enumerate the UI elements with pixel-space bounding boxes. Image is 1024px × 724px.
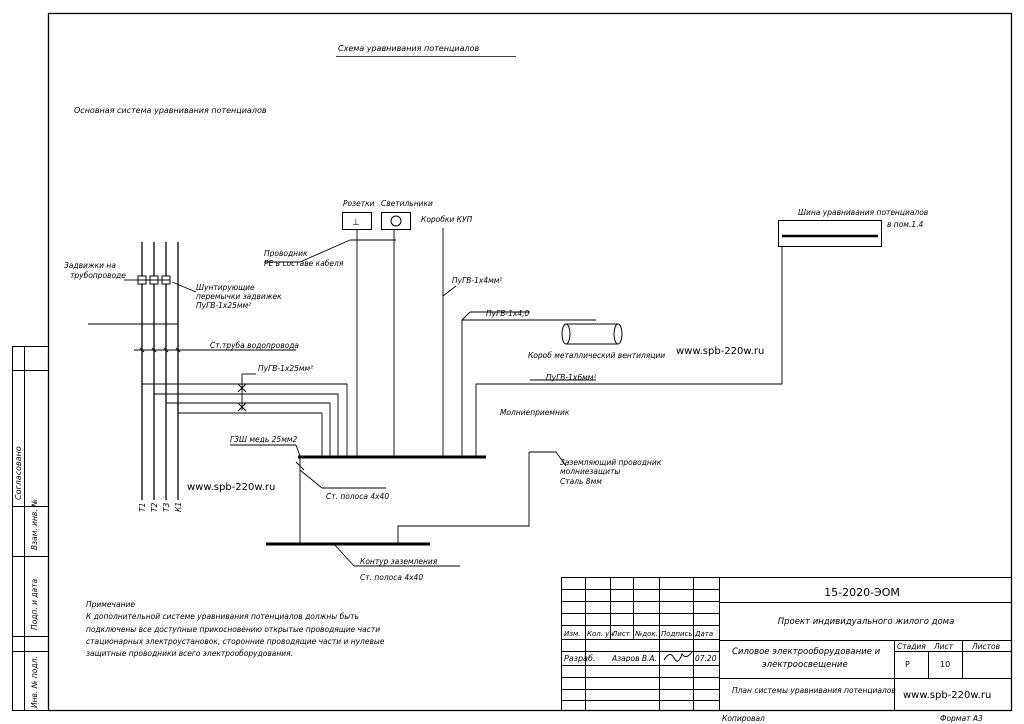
pe-label-1: Проводник	[264, 249, 308, 258]
note-line-3: стационарных электроустановок, сторонние…	[86, 637, 385, 646]
valves-label-1: Задвижки на	[64, 261, 116, 270]
tb-h-date: Дата	[694, 630, 713, 638]
tb-h-sign: Подпись	[661, 630, 693, 638]
scheme-title: Схема уравнивания потенциалов	[338, 44, 479, 53]
ventilation-duct	[561, 323, 623, 345]
signature	[663, 651, 693, 662]
svg-text:⊥: ⊥	[352, 218, 360, 228]
jumpers-label-1: Шунтирующие	[196, 283, 255, 292]
pipe-risers	[141, 242, 179, 500]
pugv6-label: ПуГВ-1х6мм²	[546, 373, 596, 382]
pipe-label-t1: Т1	[138, 503, 147, 512]
tb-h-izm: Изм.	[564, 630, 580, 638]
tb-code: 15-2020-ЭОМ	[824, 586, 900, 599]
bus-label: Шина уравнивания потенциалов	[798, 208, 928, 217]
sheet-frame	[12, 12, 1013, 712]
tb-date: 07.20	[695, 654, 717, 663]
main-system-label: Основная система уравнивания потенциалов	[74, 106, 267, 115]
pipe-label-t2: Т2	[150, 502, 159, 512]
jumpers-label-2: перемычки задвижек	[196, 292, 282, 301]
ground-conductor-1: Заземляющий проводник	[560, 458, 662, 467]
tb-h-doc: №док.	[634, 630, 658, 638]
conductor-ticks	[139, 347, 305, 471]
note-line-4: защитные проводники всего электрооборудо…	[86, 649, 293, 658]
valves-label-2: трубопроводе	[70, 271, 126, 280]
potential-bus-box	[778, 220, 882, 247]
bus-ref-label: в пом.1.4	[887, 220, 923, 229]
tb-name: Азаров В.А.	[611, 654, 657, 663]
tb-stage-label: Стадия	[897, 642, 926, 651]
tb-sheets-label: Листов	[971, 642, 1000, 651]
pipe-label-k1: К1	[174, 502, 183, 512]
tb-copied: Копировал	[722, 714, 765, 723]
duct-label: Короб металлический вентиляции	[528, 351, 665, 360]
pugv4-0-label: ПуГВ-1х4,0	[486, 309, 529, 318]
tb-role: Разраб.	[564, 654, 595, 663]
pugv4-label: ПуГВ-1х4мм²	[452, 276, 502, 285]
note-heading: Примечание	[86, 600, 135, 609]
strip2-label: Ст. полоса 4х40	[360, 573, 423, 582]
sockets-label: Розетки	[343, 199, 375, 208]
tb-section-2: электроосвещение	[762, 660, 848, 670]
pipe-label-t3: Т3	[162, 502, 171, 512]
tb-stage: Р	[905, 660, 910, 669]
pipe-label: Ст.труба водопровода	[210, 341, 299, 350]
stamp-agreed: Согласовано	[14, 446, 23, 500]
watermark-1: www.spb-220w.ru	[676, 346, 764, 357]
lightning-label: Молниеприемник	[500, 408, 570, 417]
tb-drawing: План системы уравнивания потенциалов	[732, 686, 896, 695]
watermark-3: www.spb-220w.ru	[903, 690, 991, 701]
ground-conductor-2: молниезащиты	[560, 467, 620, 476]
stamp-replaced-inv: Взам. инв. №	[30, 499, 39, 550]
pe-label-2: РЕ в составе кабеля	[264, 259, 344, 268]
pugv25-label: ПуГВ-1х25мм²	[258, 364, 313, 373]
socket-symbol	[342, 212, 372, 230]
gzsh-label: ГЗШ медь 25мм2	[230, 435, 298, 444]
note-line-2: подключены все доступные прикосновению о…	[86, 625, 380, 634]
ground-conductor-3: Сталь 8мм	[560, 477, 602, 486]
tb-sheet-label: Лист	[933, 642, 954, 651]
tb-section-1: Силовое электрооборудование и	[732, 647, 881, 657]
jumpers-label-3: ПуГВ-1х25мм²	[196, 301, 251, 310]
title-block	[561, 577, 1012, 711]
watermark-2: www.spb-220w.ru	[187, 482, 275, 493]
stamp-signature-date: Подп. и дата	[30, 579, 39, 630]
tb-project: Проект индивидуального жилого дома	[778, 617, 955, 627]
contour-label: Контур заземления	[360, 557, 438, 566]
strip1-label: Ст. полоса 4х40	[326, 492, 389, 501]
bonding-conductors	[88, 228, 783, 567]
stamp-inv-original: Инв. № подл.	[30, 656, 39, 708]
kup-label: Коробки КУП	[421, 215, 473, 224]
tb-h-list: Лист	[611, 630, 631, 638]
valves	[137, 275, 171, 285]
light-symbol	[381, 212, 411, 230]
note-line-1: К дополнительной системе уравнивания пот…	[86, 612, 359, 621]
tb-h-kol: Кол. уч	[587, 630, 613, 638]
lights-label: Светильники	[381, 199, 433, 208]
tb-format: Формат А3	[940, 714, 983, 723]
tb-sheet: 10	[940, 660, 950, 669]
